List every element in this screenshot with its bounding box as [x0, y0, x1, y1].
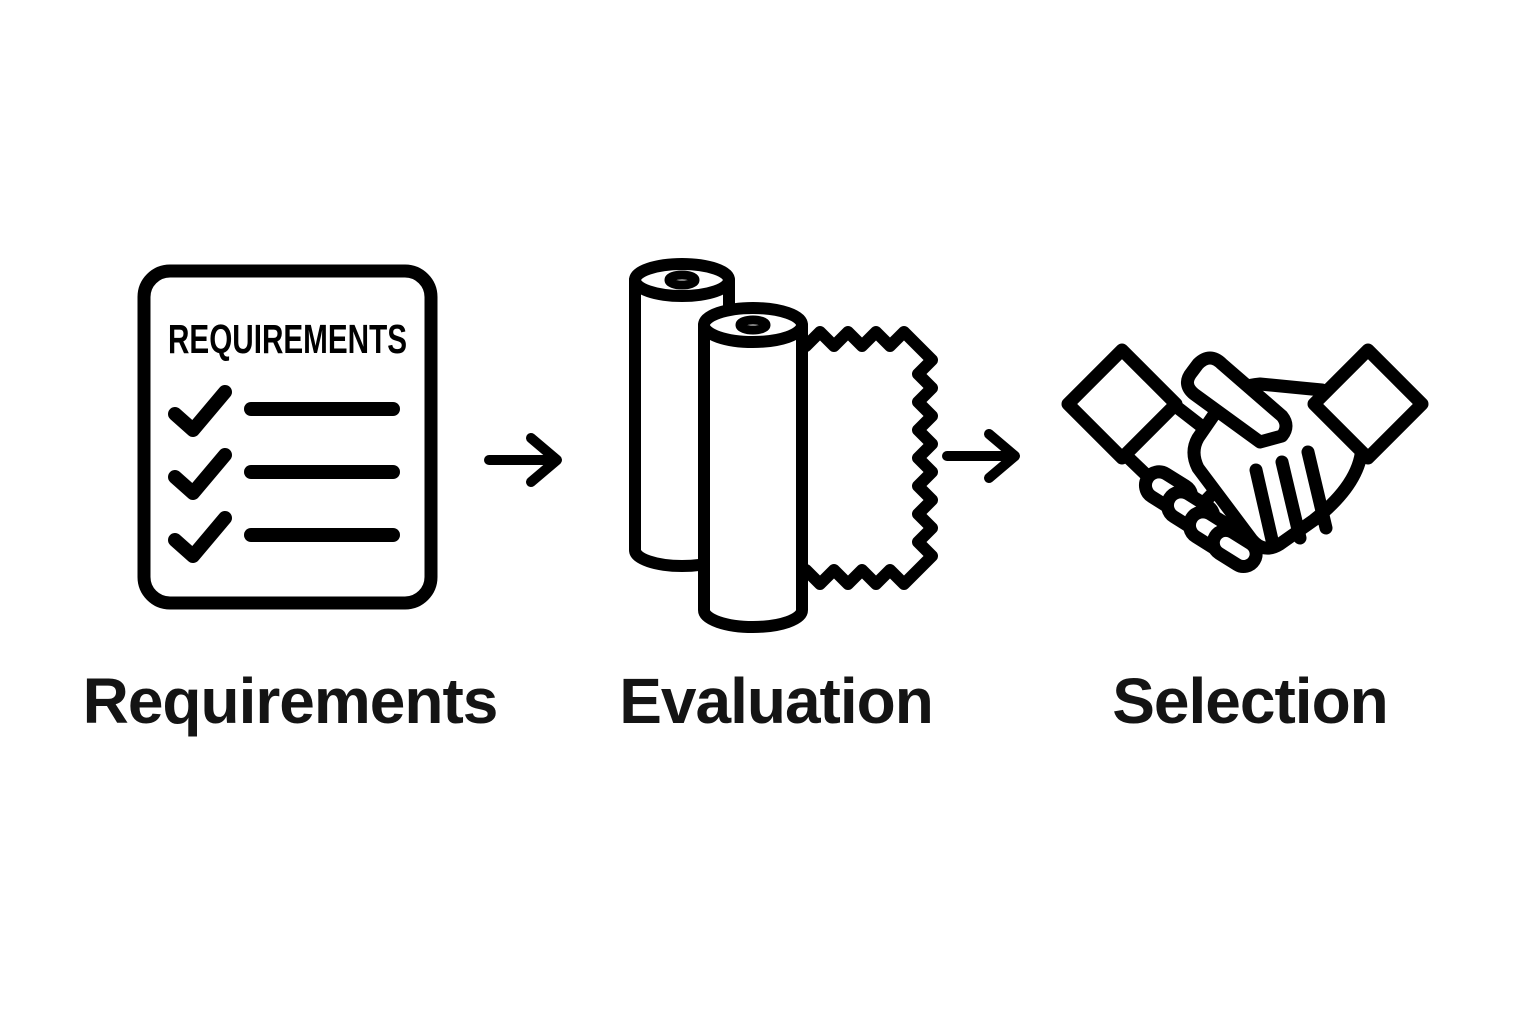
step-label-evaluation: Evaluation: [619, 665, 934, 737]
roll-core-hole: [664, 270, 700, 290]
step-label-selection: Selection: [1112, 665, 1389, 737]
handshake-right-cuff: [1307, 343, 1429, 465]
fabric-swatch: [772, 326, 938, 590]
step-label-requirements: Requirements: [82, 665, 499, 737]
handshake-finger: [1206, 523, 1263, 573]
checkmark-icon: [168, 385, 232, 437]
checkmark-icon: [168, 511, 232, 563]
handshake-thumb: [1181, 351, 1293, 449]
fabric-roll-front: [698, 319, 808, 633]
fabric-rolls-icon: [629, 258, 938, 633]
document-border: [137, 264, 438, 610]
handshake-icon: [1061, 343, 1429, 573]
arrow-right-icon: [484, 433, 562, 487]
checkmark-icon: [168, 448, 232, 500]
arrow-right-icon: [942, 429, 1020, 483]
document-heading: REQUIREMENTS: [168, 316, 407, 362]
handshake-left-cuff: [1061, 343, 1183, 465]
checklist-document-icon: REQUIREMENTS: [137, 264, 438, 610]
roll-core-hole: [735, 315, 771, 335]
